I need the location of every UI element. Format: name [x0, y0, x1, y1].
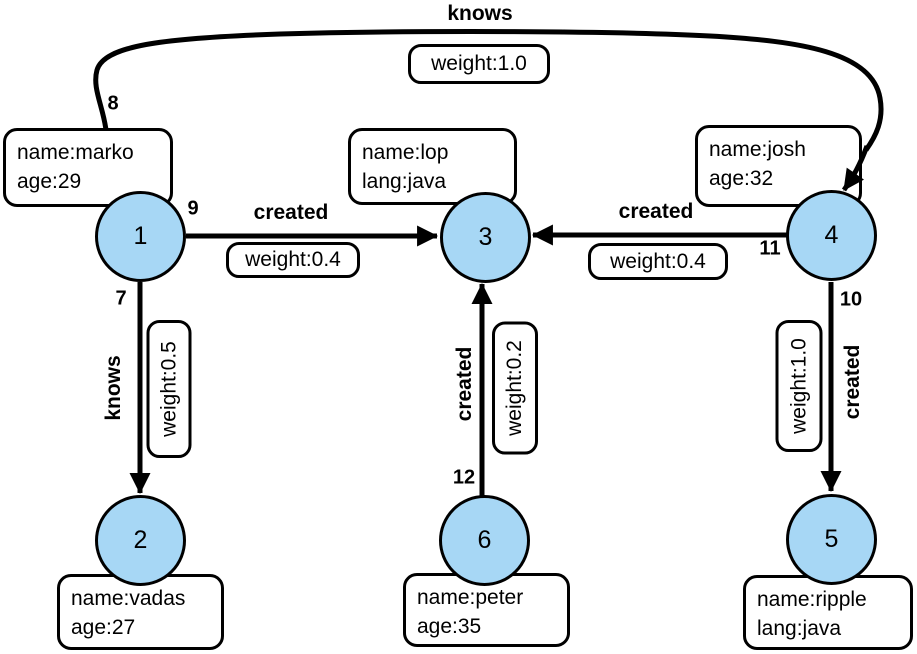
node-2-id: 2 [133, 526, 148, 554]
edge-knows-1-4 [93, 29, 884, 202]
props-node-5: name:ripple lang:java [743, 575, 913, 650]
edge-8-weight: weight:1.0 [431, 52, 527, 75]
node-3: 3 [440, 192, 531, 283]
edge-12-weight: weight:0.2 [503, 340, 526, 436]
prop-line-name: name:josh [709, 138, 806, 161]
edge-12-label: created [453, 346, 476, 422]
edge-9-id: 9 [187, 197, 199, 220]
prop-line-lang: lang:java [362, 170, 447, 193]
prop-line-age: age:29 [17, 170, 82, 193]
prop-line-age: age:27 [71, 616, 136, 639]
edge-9-weight: weight:0.4 [245, 248, 341, 271]
edge-12-id: 12 [452, 466, 476, 489]
edge-7-weight: weight:0.5 [157, 341, 180, 437]
node-6: 6 [439, 495, 530, 586]
node-3-id: 3 [478, 223, 493, 251]
edge-7-id: 7 [115, 287, 127, 310]
node-4: 4 [786, 190, 877, 281]
edge-11-weight-box: weight:0.4 [588, 243, 728, 280]
node-5: 5 [786, 494, 877, 585]
props-node-3: name:lop lang:java [348, 128, 517, 205]
node-2: 2 [95, 495, 186, 586]
edge-10-label: created [841, 344, 864, 420]
edge-11-weight: weight:0.4 [610, 249, 706, 273]
edge-10-id: 10 [839, 288, 863, 311]
node-6-id: 6 [477, 526, 492, 554]
edge-11-label: created [618, 200, 694, 223]
prop-line-name: name:peter [417, 586, 524, 609]
edge-12-weight-box: weight:0.2 [492, 321, 538, 455]
prop-line-name: name:ripple [757, 588, 867, 611]
prop-line-name: name:lop [362, 141, 449, 164]
edge-7-weight-box: weight:0.5 [146, 320, 192, 458]
edge-9-weight-box: weight:0.4 [226, 242, 360, 278]
edge-10-weight-box: weight:1.0 [775, 320, 823, 452]
edge-8-weight-box: weight:1.0 [408, 44, 550, 84]
edge-11-id: 11 [759, 237, 781, 260]
prop-line-age: age:32 [709, 167, 774, 190]
edge-7-label: knows [102, 355, 125, 421]
node-5-id: 5 [824, 525, 839, 553]
edge-8-label: knows [447, 2, 513, 25]
prop-line-age: age:35 [417, 615, 482, 638]
edge-10-weight: weight:1.0 [787, 338, 810, 434]
props-node-2: name:vadas age:27 [57, 574, 224, 650]
prop-line-name: name:vadas [71, 587, 186, 610]
prop-line-lang: lang:java [757, 617, 842, 640]
prop-line-name: name:marko [17, 141, 134, 164]
edge-8-id: 8 [107, 92, 119, 115]
node-1: 1 [95, 191, 186, 282]
node-1-id: 1 [133, 222, 148, 250]
node-4-id: 4 [824, 221, 839, 249]
edge-9-label: created [253, 201, 329, 224]
